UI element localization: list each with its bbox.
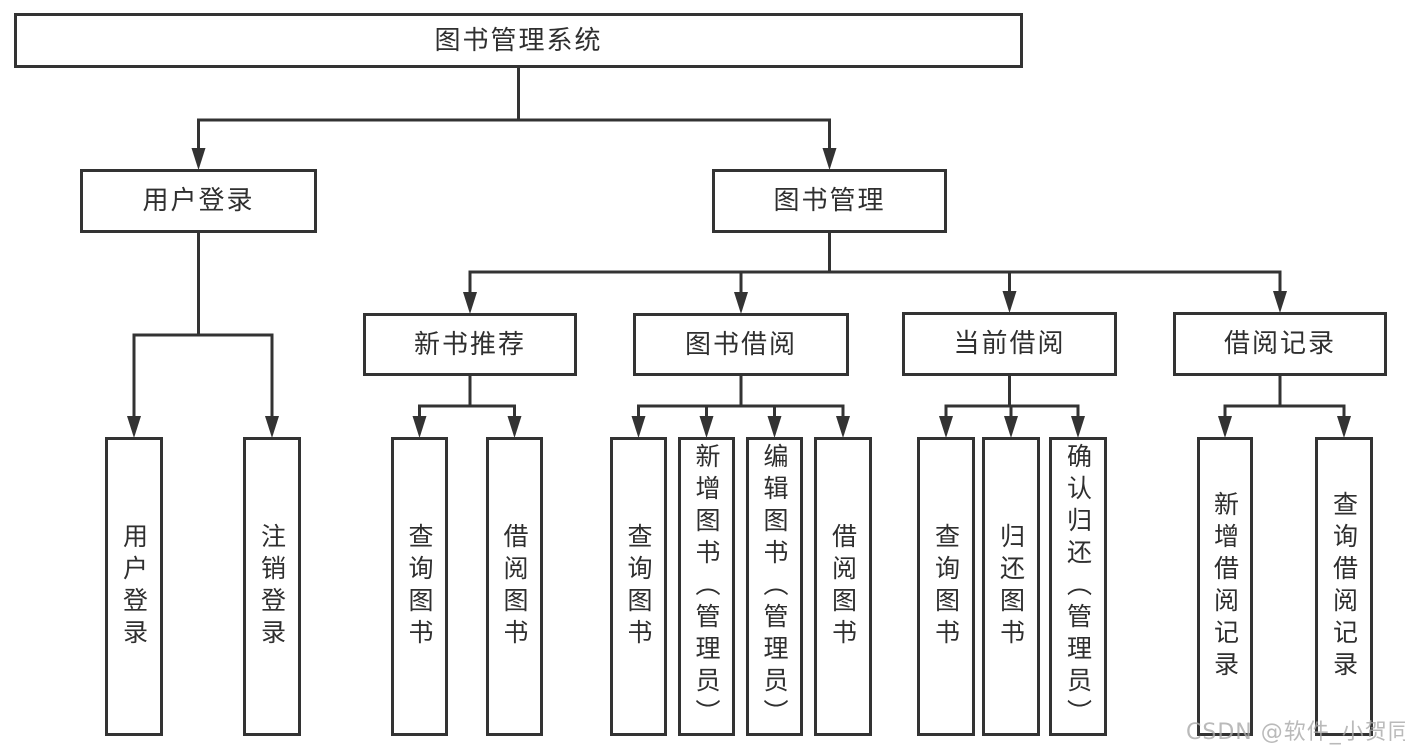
node-user-login: 用户登录	[80, 169, 317, 233]
node-label-rec-query-books: 查询图书	[405, 522, 434, 651]
node-label-br-query-record: 查询借阅记录	[1329, 490, 1359, 683]
node-login-action: 用户登录	[105, 437, 163, 736]
node-bb-add-books: 新增图书（管理员）	[678, 437, 735, 736]
node-cb-return-books: 归还图书	[982, 437, 1040, 736]
node-new-book-rec: 新书推荐	[363, 313, 577, 376]
node-rec-borrow-books: 借阅图书	[486, 437, 543, 736]
node-cb-query-books: 查询图书	[917, 437, 975, 736]
node-label-bb-add-books: 新增图书（管理员）	[692, 442, 721, 731]
node-label-user-login: 用户登录	[142, 186, 255, 216]
node-label-book-borrow: 图书借阅	[684, 329, 797, 360]
node-borrow-records: 借阅记录	[1173, 312, 1387, 376]
node-br-query-record: 查询借阅记录	[1315, 437, 1373, 736]
node-label-root: 图书管理系统	[434, 25, 603, 56]
node-rec-query-books: 查询图书	[391, 437, 448, 736]
node-logout-action: 注销登录	[243, 437, 301, 736]
node-cb-confirm-return: 确认归还（管理员）	[1049, 437, 1107, 736]
node-label-cb-query-books: 查询图书	[931, 522, 961, 651]
node-br-add-record: 新增借阅记录	[1197, 437, 1253, 736]
node-label-br-add-record: 新增借阅记录	[1210, 490, 1240, 683]
node-label-current-borrow: 当前借阅	[953, 329, 1066, 359]
watermark: CSDN @软件_小贺同学	[1186, 720, 1405, 745]
node-label-new-book-rec: 新书推荐	[413, 329, 526, 360]
node-label-cb-confirm-return: 确认归还（管理员）	[1063, 442, 1093, 731]
node-label-borrow-records: 借阅记录	[1223, 329, 1336, 359]
node-label-cb-return-books: 归还图书	[996, 522, 1026, 651]
node-label-login-action: 用户登录	[119, 522, 149, 651]
node-bb-edit-books: 编辑图书（管理员）	[746, 437, 803, 736]
node-label-logout-action: 注销登录	[257, 522, 287, 651]
node-bb-borrow-books: 借阅图书	[814, 437, 872, 736]
node-book-mgmt: 图书管理	[712, 169, 947, 233]
node-current-borrow: 当前借阅	[902, 312, 1117, 376]
node-label-rec-borrow-books: 借阅图书	[500, 522, 529, 651]
node-label-bb-borrow-books: 借阅图书	[828, 522, 858, 651]
node-label-bb-query-books: 查询图书	[624, 522, 653, 651]
node-label-bb-edit-books: 编辑图书（管理员）	[760, 442, 789, 731]
node-label-book-mgmt: 图书管理	[773, 186, 886, 216]
node-book-borrow: 图书借阅	[633, 313, 849, 376]
node-root: 图书管理系统	[14, 13, 1023, 68]
node-bb-query-books: 查询图书	[610, 437, 667, 736]
